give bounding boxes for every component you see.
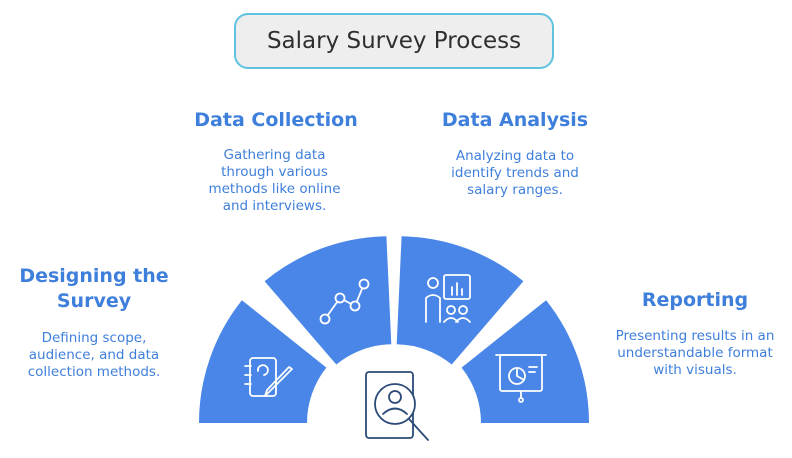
person-search-icon [365, 371, 429, 441]
step-description-data-analysis: Analyzing data to identify trends and sa… [451, 148, 579, 198]
step-title-data-collection: Data Collection [194, 109, 358, 131]
step-title-designing-line1: Designing the [19, 265, 169, 287]
step-description-data-collection: Gathering data through various methods l… [208, 147, 341, 214]
projector-screen-icon [495, 354, 547, 403]
step-description-designing: Defining scope, audience, and data colle… [27, 330, 161, 380]
diagram-title: Salary Survey Process [234, 13, 554, 69]
notebook-pen-icon [244, 357, 293, 397]
segment-data-analysis [396, 236, 524, 365]
segment-data-collection [264, 236, 392, 365]
step-title-reporting: Reporting [641, 289, 749, 311]
step-description-reporting: Presenting results in an understandable … [615, 328, 775, 378]
step-title-designing-line2: Survey [56, 290, 132, 312]
step-title-data-analysis: Data Analysis [441, 109, 589, 131]
segment-designing [198, 300, 327, 423]
line-chart-icon [319, 278, 370, 325]
segment-reporting [461, 300, 589, 423]
step-title-designing: Designing the Survey [14, 264, 174, 314]
presentation-audience-icon [425, 274, 471, 323]
